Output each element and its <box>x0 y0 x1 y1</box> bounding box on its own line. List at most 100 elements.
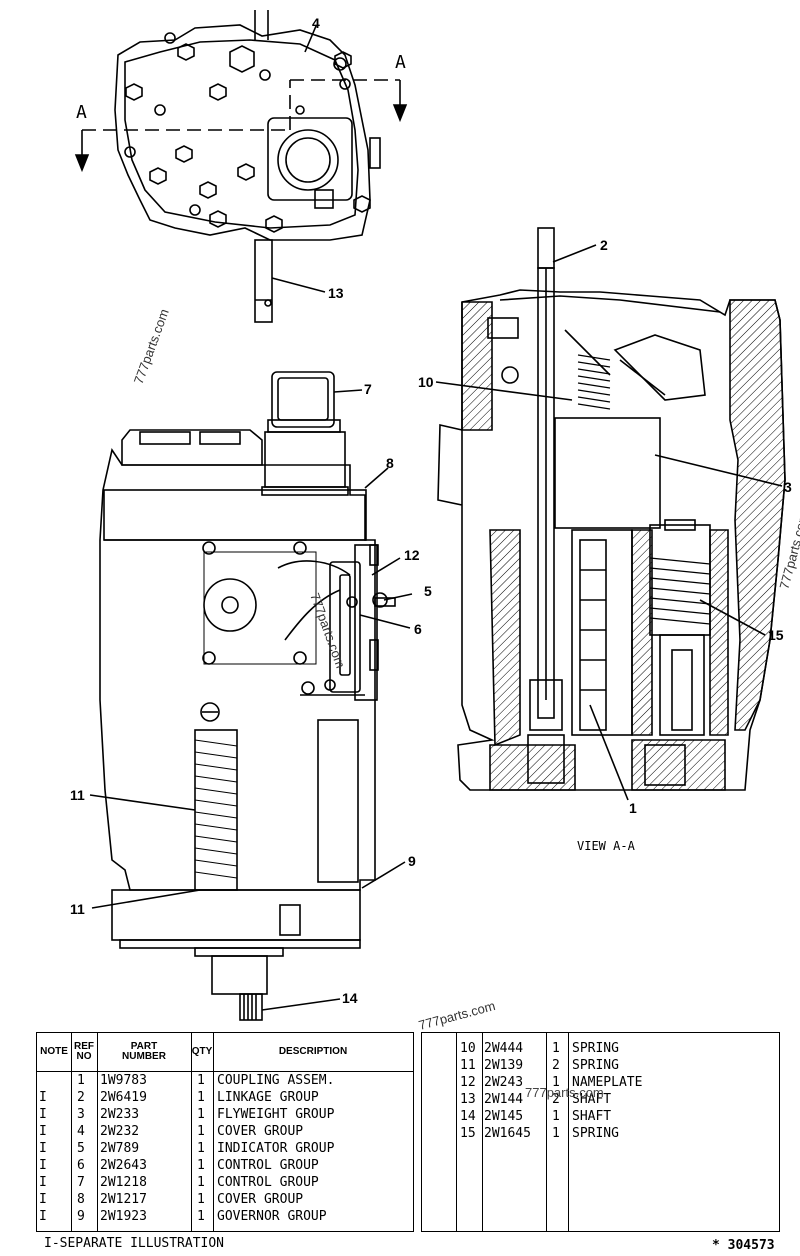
cell-part: 2W145 <box>484 1109 524 1124</box>
section-view-a-a <box>435 227 786 801</box>
cell-ref: 14 <box>460 1109 476 1124</box>
cell-qty: 1 <box>552 1075 560 1090</box>
callout-8: 8 <box>386 455 394 471</box>
cell-description: COVER GROUP <box>217 1124 304 1139</box>
cell-note: I <box>39 1209 47 1224</box>
cell-qty: 1 <box>197 1073 205 1088</box>
cell-ref: 11 <box>460 1058 476 1073</box>
cell-qty: 2 <box>552 1058 560 1073</box>
header-number: NUMBER <box>122 1051 166 1062</box>
cell-note: I <box>39 1175 47 1190</box>
governor-exploded-diagram: 4 13 2 7 10 8 3 12 5 6 15 11 1 9 11 14 A… <box>70 10 800 1030</box>
cell-description: COUPLING ASSEM. <box>217 1073 335 1088</box>
callout-4: 4 <box>312 15 320 31</box>
parts-table-left: NOTE REF NO PART NUMBER QTY DESCRIPTION … <box>36 1032 414 1232</box>
header-part-number: PART NUMBER <box>97 1033 191 1071</box>
callout-11-upper: 11 <box>70 787 85 803</box>
cell-note: I <box>39 1090 47 1105</box>
cell-description: SPRING <box>572 1041 619 1056</box>
drawing-number: * 304573 <box>712 1238 775 1253</box>
cell-ref: 7 <box>77 1175 85 1190</box>
cell-part: 2W789 <box>100 1141 140 1156</box>
callout-3: 3 <box>784 479 792 495</box>
cell-note: I <box>39 1124 47 1139</box>
table-row: I 4 2W232 1 COVER GROUP <box>37 1124 413 1141</box>
cell-qty: 1 <box>552 1126 560 1141</box>
cell-part: 2W1645 <box>484 1126 531 1141</box>
callout-7: 7 <box>364 381 372 397</box>
note-legend: I-SEPARATE ILLUSTRATION <box>44 1236 225 1251</box>
cell-part: 2W233 <box>100 1107 140 1122</box>
cell-qty: 2 <box>552 1092 560 1107</box>
cell-part: 1W9783 <box>100 1073 147 1088</box>
cell-part: 2W1217 <box>100 1192 147 1207</box>
cell-qty: 1 <box>197 1209 205 1224</box>
cell-qty: 1 <box>552 1041 560 1056</box>
cell-qty: 1 <box>197 1090 205 1105</box>
section-marker-left: A <box>76 102 87 123</box>
header-note: NOTE <box>40 1046 68 1057</box>
cell-qty: 1 <box>197 1158 205 1173</box>
cell-ref: 12 <box>460 1075 476 1090</box>
cell-description: INDICATOR GROUP <box>217 1141 335 1156</box>
cell-part: 2W139 <box>484 1058 524 1073</box>
cell-part: 2W2643 <box>100 1158 147 1173</box>
callout-14: 14 <box>342 990 358 1006</box>
cell-description: GOVERNOR GROUP <box>217 1209 327 1224</box>
cell-ref: 4 <box>77 1124 85 1139</box>
cell-ref: 13 <box>460 1092 476 1107</box>
callout-15: 15 <box>768 627 784 643</box>
section-marker-right: A <box>395 52 406 73</box>
cell-description: SPRING <box>572 1058 619 1073</box>
cell-part: 2W232 <box>100 1124 140 1139</box>
table-row: I 6 2W2643 1 CONTROL GROUP <box>37 1158 413 1175</box>
header-ref: REF <box>74 1041 94 1052</box>
cell-part: 2W144 <box>484 1092 524 1107</box>
parts-table-header: NOTE REF NO PART NUMBER QTY DESCRIPTION <box>37 1033 413 1072</box>
table-row: 11 2W139 2 SPRING <box>422 1058 779 1075</box>
cell-part: 2W1218 <box>100 1175 147 1190</box>
watermark-center: 777parts.com <box>307 591 348 670</box>
watermark-top: 777parts.com <box>131 307 172 386</box>
cell-description: CONTROL GROUP <box>217 1158 319 1173</box>
callout-5: 5 <box>424 583 432 599</box>
cell-description: COVER GROUP <box>217 1192 304 1207</box>
header-qty: QTY <box>191 1046 213 1057</box>
header-part: PART <box>130 1041 158 1052</box>
cell-description: CONTROL GROUP <box>217 1175 319 1190</box>
front-view-governor <box>89 371 413 1021</box>
header-ref-no: REF NO <box>71 1033 97 1071</box>
cell-qty: 1 <box>197 1124 205 1139</box>
callout-1: 1 <box>629 800 637 816</box>
header-no: NO <box>76 1051 92 1062</box>
cell-qty: 1 <box>197 1107 205 1122</box>
cell-ref: 6 <box>77 1158 85 1173</box>
cell-note: I <box>39 1107 47 1122</box>
cell-note: I <box>39 1192 47 1207</box>
cell-note: I <box>39 1158 47 1173</box>
cell-note: I <box>39 1141 47 1156</box>
watermark-bottom: 777parts.com <box>417 998 497 1030</box>
cell-ref: 2 <box>77 1090 85 1105</box>
cell-description: SHAFT <box>572 1092 612 1107</box>
cell-part: 2W1923 <box>100 1209 147 1224</box>
callout-10: 10 <box>418 374 434 390</box>
table-row: 13 2W144 2 SHAFT <box>422 1092 779 1109</box>
cell-qty: 1 <box>552 1109 560 1124</box>
table-watermark: 777parts.com <box>525 1085 604 1100</box>
cell-part: 2W6419 <box>100 1090 147 1105</box>
cell-part: 2W444 <box>484 1041 524 1056</box>
cell-ref: 8 <box>77 1192 85 1207</box>
callout-9: 9 <box>408 853 416 869</box>
cell-part: 2W243 <box>484 1075 524 1090</box>
cell-qty: 1 <box>197 1141 205 1156</box>
header-description: DESCRIPTION <box>278 1046 348 1057</box>
